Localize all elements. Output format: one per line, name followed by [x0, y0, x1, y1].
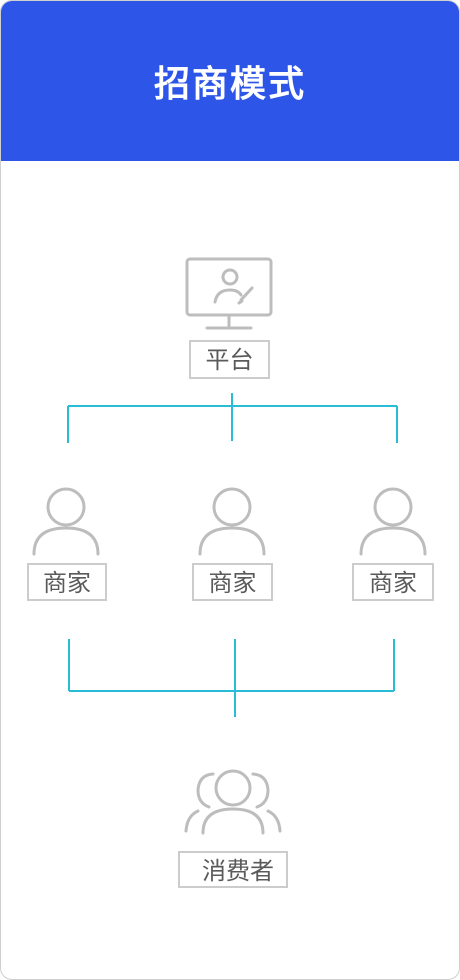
- person-icon: [198, 487, 266, 556]
- person-icon: [32, 487, 100, 556]
- merchant-node: 商家: [27, 487, 107, 601]
- merchant-label: 商家: [209, 569, 257, 597]
- merchant-node: 商家: [192, 487, 273, 601]
- platform-label: 平台: [206, 346, 254, 374]
- merchant-node: 商家: [352, 487, 434, 601]
- merchant-label: 商家: [43, 569, 91, 597]
- people-group-icon: [184, 769, 282, 835]
- consumers-node: 消费者: [178, 769, 288, 888]
- connector-platform-merchants: [67, 393, 398, 443]
- merchant-label: 商家: [369, 569, 417, 597]
- page-title: 招商模式: [153, 64, 306, 105]
- person-icon: [359, 487, 427, 556]
- connector-merchants-consumers: [68, 639, 395, 717]
- platform-node: 平台: [185, 257, 273, 379]
- consumers-label: 消费者: [202, 857, 274, 885]
- monitor-user-icon: [185, 257, 273, 330]
- header: 招商模式: [1, 1, 459, 161]
